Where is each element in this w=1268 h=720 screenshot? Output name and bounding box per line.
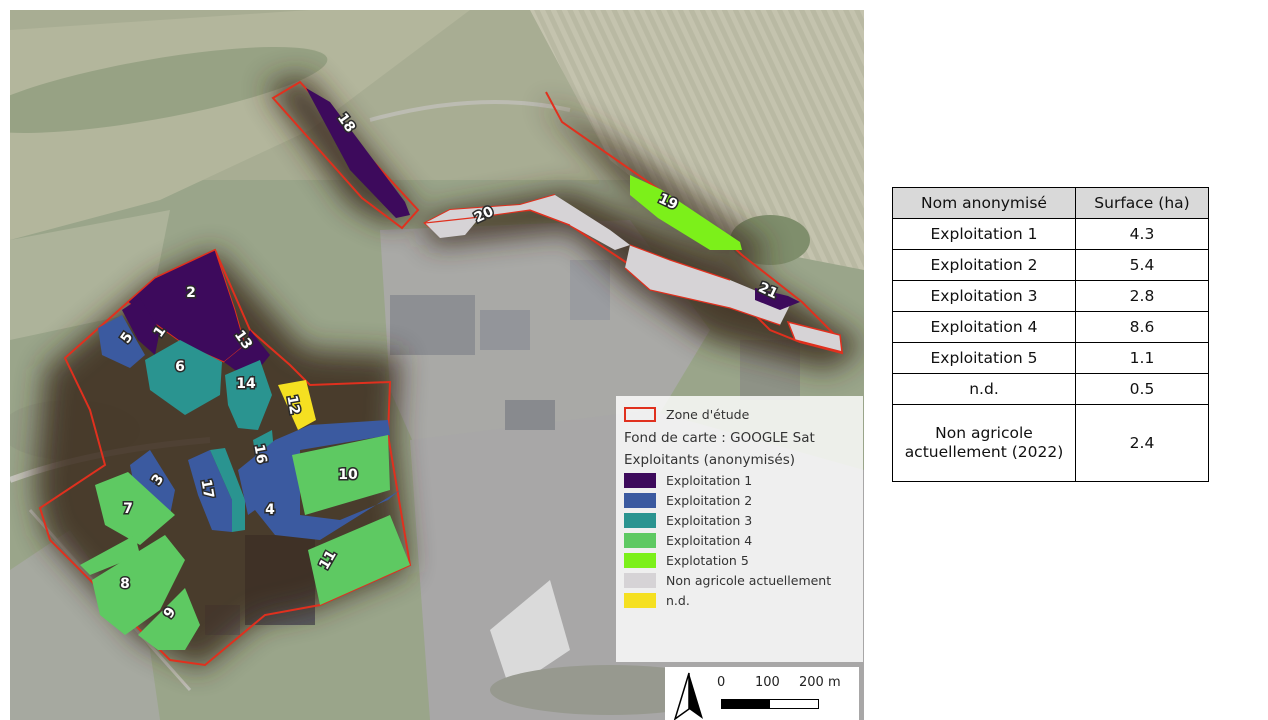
table-row: Exploitation 2 5.4 — [892, 249, 1209, 281]
legend-basemap: Fond de carte : GOOGLE Sat — [624, 430, 815, 446]
scale-bar: 0 100 200 m — [665, 667, 859, 720]
legend-item: Non agricole actuellement — [624, 570, 855, 590]
legend-item-label: Exploitation 1 — [666, 472, 753, 488]
scale-segment-white — [769, 699, 819, 709]
plot-17b — [210, 448, 245, 532]
legend-item: Exploitation 4 — [624, 530, 855, 550]
table-row: Exploitation 1 4.3 — [892, 218, 1209, 250]
table-cell-surface: 2.8 — [1075, 280, 1209, 312]
legend-zone-label: Zone d'étude — [666, 406, 750, 422]
surface-table: Nom anonymisé Surface (ha) Exploitation … — [892, 187, 1209, 482]
legend-item: Explotation 5 — [624, 550, 855, 570]
legend-item: Exploitation 2 — [624, 490, 855, 510]
plot-19[interactable] — [630, 175, 742, 250]
plot-12[interactable] — [278, 380, 316, 430]
table-cell-surface: 1.1 — [1075, 342, 1209, 374]
legend-swatch — [624, 592, 656, 608]
table-row: Non agricole actuellement (2022) 2.4 — [892, 404, 1209, 482]
column-header-name: Nom anonymisé — [892, 187, 1076, 219]
legend-swatch — [624, 472, 656, 488]
plot-20c — [786, 320, 843, 353]
table-cell-name: Exploitation 1 — [892, 218, 1076, 250]
plot-7[interactable] — [95, 472, 175, 545]
plot-17[interactable] — [188, 450, 232, 532]
table-cell-surface: 0.5 — [1075, 373, 1209, 405]
plot-label-12: 12 — [283, 394, 302, 416]
north-arrow-icon — [673, 672, 703, 720]
legend-item: Exploitation 1 — [624, 470, 855, 490]
plot-4[interactable] — [238, 420, 400, 540]
legend-swatch — [624, 512, 656, 528]
legend-item-label: Explotation 5 — [666, 552, 749, 568]
scale-tick-100: 100 — [755, 675, 780, 690]
legend-swatch — [624, 492, 656, 508]
plot-3[interactable] — [130, 450, 175, 522]
plot-label-7: 7 — [123, 501, 133, 517]
plot-20[interactable] — [425, 195, 630, 250]
table-header-row: Nom anonymisé Surface (ha) — [892, 187, 1209, 219]
table-cell-name: Exploitation 4 — [892, 311, 1076, 343]
plot-9[interactable] — [138, 588, 200, 650]
plot-label-10: 10 — [338, 467, 358, 483]
plot-label-2: 2 — [186, 285, 196, 301]
table-cell-surface: 2.4 — [1075, 404, 1209, 482]
plot-13[interactable] — [224, 330, 270, 370]
table-row: Exploitation 4 8.6 — [892, 311, 1209, 343]
plot-7b — [80, 535, 140, 575]
plot-layer — [80, 88, 843, 650]
plot-6[interactable] — [145, 340, 222, 415]
legend-item: Exploitation 3 — [624, 510, 855, 530]
plot-8[interactable] — [92, 535, 185, 635]
plot-18[interactable] — [306, 88, 410, 218]
plot-11[interactable] — [308, 515, 410, 605]
table-cell-surface: 4.3 — [1075, 218, 1209, 250]
field-boundaries — [424, 209, 781, 326]
plot-1[interactable] — [122, 298, 160, 355]
legend-swatch — [624, 552, 656, 568]
table-cell-name: n.d. — [892, 373, 1076, 405]
plot-21[interactable] — [755, 288, 800, 310]
plot-label-16: 16 — [250, 443, 269, 465]
legend-item: n.d. — [624, 590, 855, 610]
legend-item-label: Exploitation 3 — [666, 512, 753, 528]
table-row: n.d. 0.5 — [892, 373, 1209, 405]
plot-20b — [625, 245, 790, 325]
plot-label-8: 8 — [120, 576, 130, 592]
table-cell-name: Non agricole actuellement (2022) — [892, 404, 1076, 482]
legend-group-title: Exploitants (anonymisés) — [624, 452, 796, 468]
table-row: Exploitation 3 2.8 — [892, 280, 1209, 312]
legend-zone: Zone d'étude — [624, 404, 855, 424]
scale-segment-black — [721, 699, 771, 709]
scale-tick-0: 0 — [717, 675, 726, 690]
table-cell-name: Exploitation 2 — [892, 249, 1076, 281]
plot-label-6: 6 — [175, 359, 185, 375]
table-cell-surface: 5.4 — [1075, 249, 1209, 281]
scale-tick-200: 200 m — [799, 675, 841, 690]
plot-label-4: 4 — [265, 502, 275, 518]
table-cell-surface: 8.6 — [1075, 311, 1209, 343]
legend-swatch — [624, 532, 656, 548]
legend-item-label: n.d. — [666, 592, 690, 608]
plot-5[interactable] — [98, 315, 145, 368]
map-legend: Zone d'étude Fond de carte : GOOGLE Sat … — [616, 396, 863, 662]
legend-item-label: Non agricole actuellement — [666, 572, 832, 588]
legend-item-label: Exploitation 2 — [666, 492, 753, 508]
legend-swatch — [624, 572, 656, 588]
zone-swatch — [624, 406, 656, 422]
table-cell-name: Exploitation 5 — [892, 342, 1076, 374]
column-header-surface: Surface (ha) — [1075, 187, 1209, 219]
plot-label-14: 14 — [236, 376, 256, 392]
table-cell-name: Exploitation 3 — [892, 280, 1076, 312]
plot-14[interactable] — [225, 360, 272, 430]
plot-label-17: 17 — [197, 478, 216, 500]
table-row: Exploitation 5 1.1 — [892, 342, 1209, 374]
plot-10[interactable] — [292, 435, 390, 515]
legend-item-label: Exploitation 4 — [666, 532, 753, 548]
